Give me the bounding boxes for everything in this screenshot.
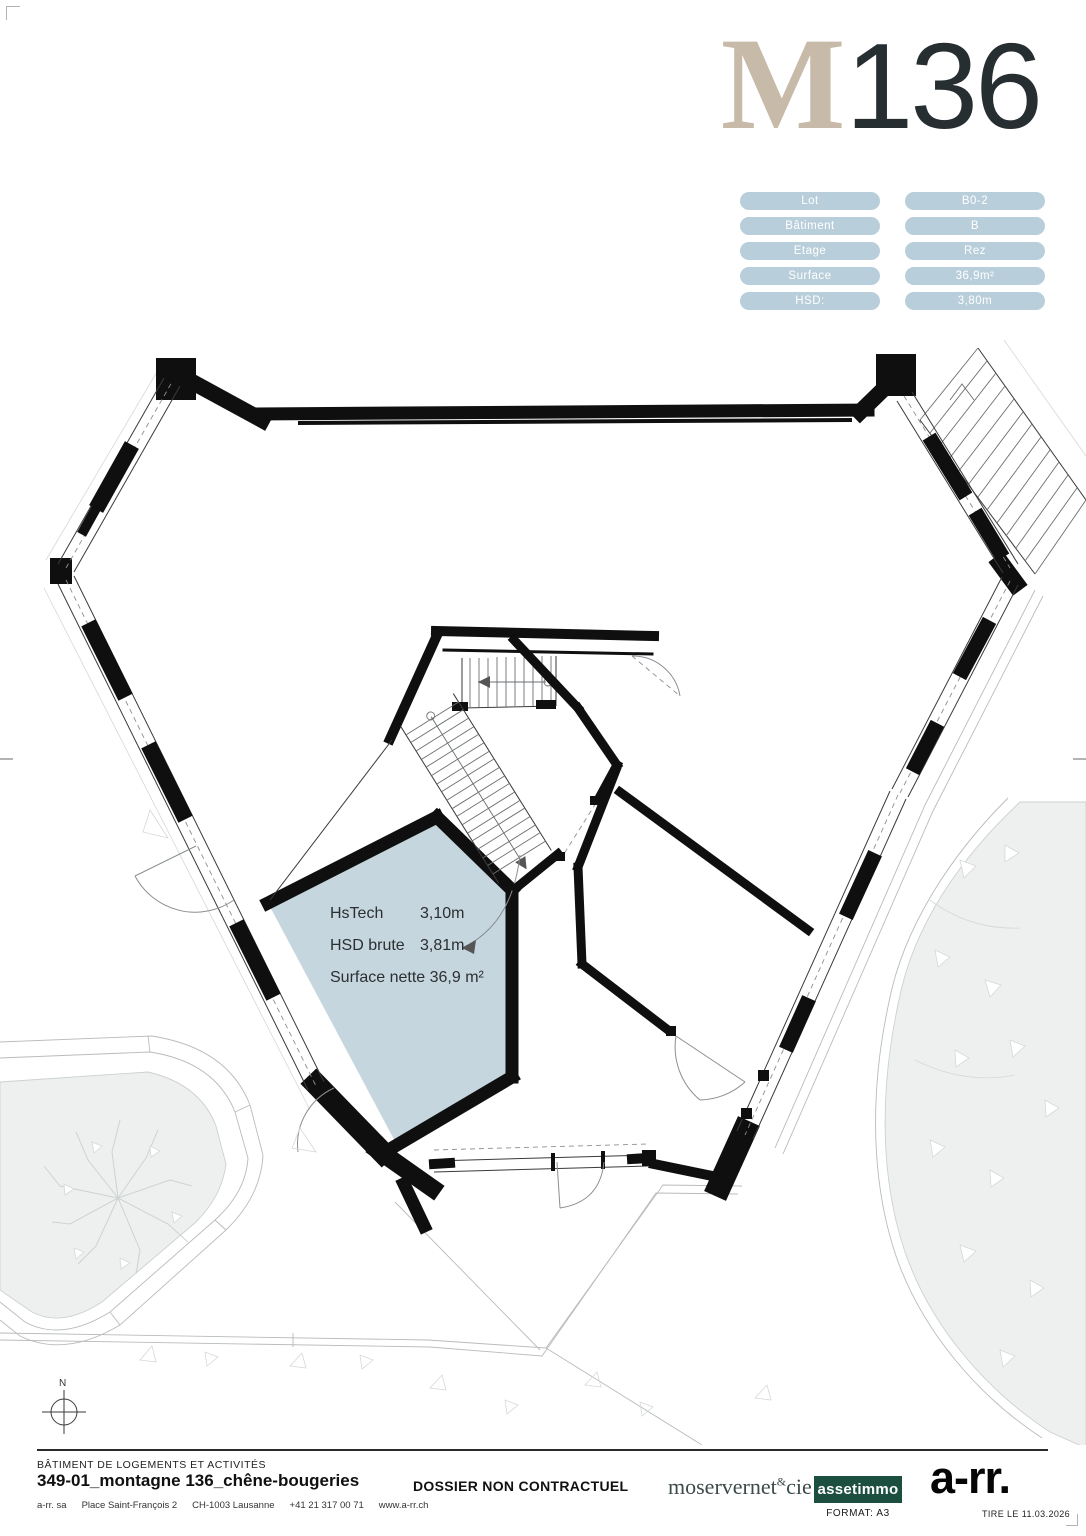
info-label-etage: Etage: [740, 242, 880, 260]
address-company: a-rr. sa: [37, 1500, 67, 1511]
info-value-etage: Rez: [905, 242, 1045, 260]
project-title: 349-01_montagne 136_chêne-bougeries: [37, 1471, 360, 1490]
assetimmo-logo: assetimmo: [814, 1476, 902, 1503]
building-walls: [50, 354, 1028, 1235]
room-hstech-row: HsTech 3,10m: [330, 905, 500, 923]
room-measurements: HsTech 3,10m HSD brute 3,81m Surface net…: [330, 905, 500, 987]
info-value-hsd: 3,80m: [905, 292, 1045, 310]
room-surface-label: Surface nette 36,9 m²: [330, 969, 484, 986]
logo-m: M: [720, 10, 846, 157]
format-label: FORMAT: A3: [826, 1508, 890, 1519]
room-hstech-value: 3,10m: [420, 905, 465, 922]
info-label-batiment: Bâtiment: [740, 217, 880, 235]
window-bands: [57, 377, 1019, 1173]
exterior-stair: [919, 340, 1086, 575]
unit-room-highlight: [259, 807, 522, 1154]
info-value-batiment: B: [905, 217, 1045, 235]
unit-room-fill: [268, 817, 512, 1145]
info-label-lot: Lot: [740, 192, 880, 210]
address-line: a-rr. sa Place Saint-François 2 CH-1003 …: [37, 1500, 428, 1511]
site-boundary: [0, 369, 1044, 1445]
room-hstech-label: HsTech: [330, 905, 384, 922]
print-date: TIRE LE 11.03.2026: [982, 1509, 1071, 1519]
landscape-southeast: [875, 797, 1086, 1445]
info-label-hsd: HSD:: [740, 292, 880, 310]
moservernet-logo: moservernet&cie: [668, 1474, 812, 1499]
regmark-bottom-right: [1066, 1514, 1078, 1526]
address-city: CH-1003 Lausanne: [192, 1500, 275, 1511]
disclaimer: DOSSIER NON CONTRACTUEL: [413, 1478, 629, 1494]
address-website[interactable]: www.a-rr.ch: [378, 1500, 429, 1511]
building-type: BÂTIMENT DE LOGEMENTS ET ACTIVITÉS: [37, 1459, 266, 1471]
moser-ampersand: &: [776, 1474, 787, 1489]
floor-plan-drawing: N: [0, 340, 1086, 1445]
arr-logo: a-rr.: [930, 1452, 1011, 1503]
regmark-right: [1073, 758, 1086, 760]
lot-info-table: Lot B0-2 Bâtiment B Etage Rez Surface 36…: [740, 192, 1045, 310]
landscape-southwest: [0, 1035, 264, 1346]
room-hsd-row: HSD brute 3,81m: [330, 937, 500, 955]
north-compass: N: [42, 1378, 86, 1434]
doors: [134, 655, 746, 1209]
address-street: Place Saint-François 2: [81, 1500, 178, 1511]
logo-number: 136: [845, 18, 1043, 154]
regmark-top-left: [6, 6, 20, 20]
address-phone: +41 21 317 00 71: [289, 1500, 364, 1511]
room-hsd-value: 3,81m: [420, 937, 465, 954]
info-label-surface: Surface: [740, 267, 880, 285]
footer-rule: [37, 1449, 1048, 1451]
regmark-left: [0, 758, 13, 760]
room-hsd-label: HSD brute: [330, 937, 405, 954]
partition-walls: [572, 764, 815, 1037]
info-value-lot: B0-2: [905, 192, 1045, 210]
tree-symbol: [43, 1119, 193, 1275]
north-label: N: [59, 1378, 66, 1389]
info-value-surface: 36,9m²: [905, 267, 1045, 285]
